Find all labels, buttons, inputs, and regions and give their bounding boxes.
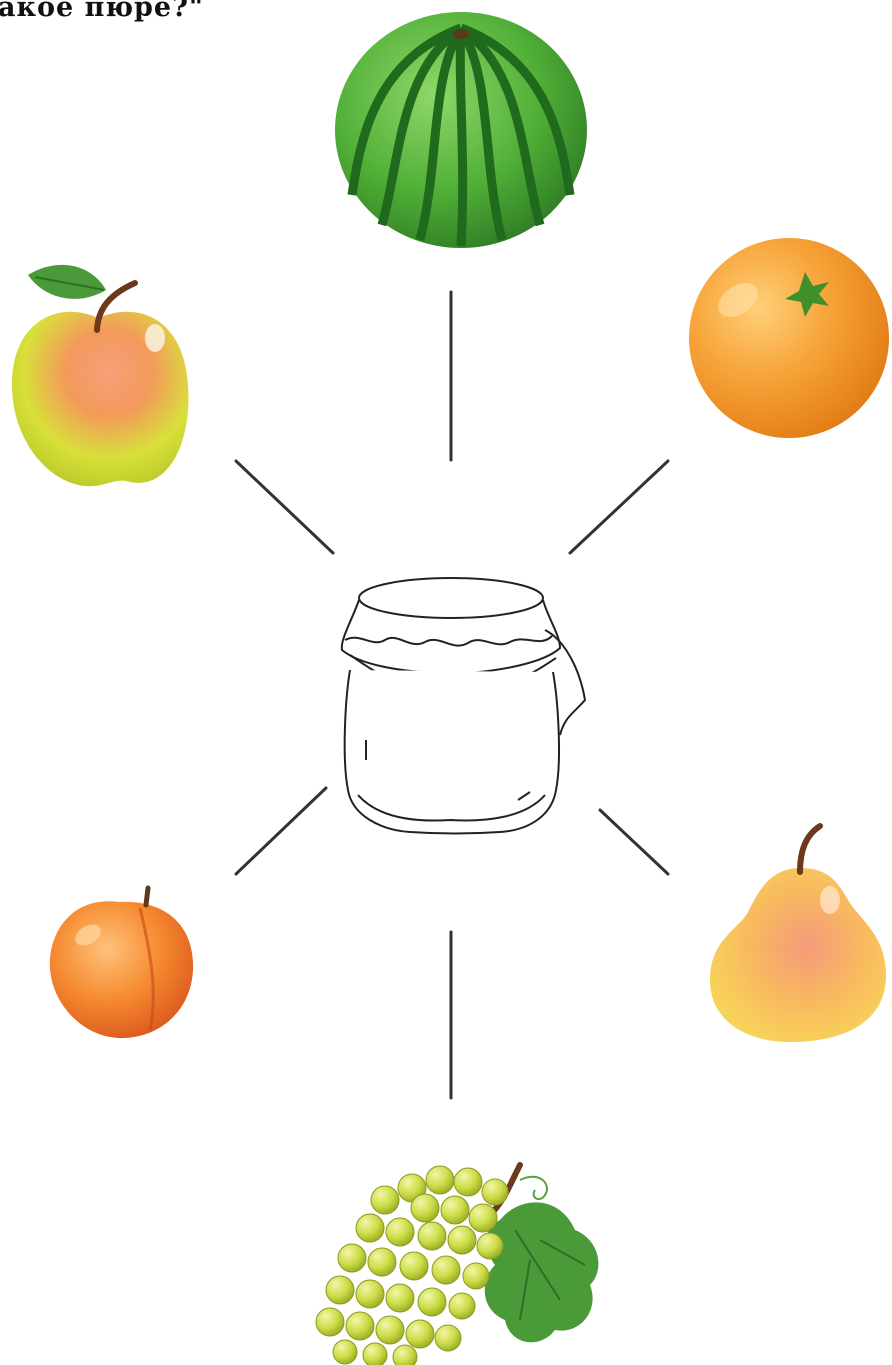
line-pear (600, 810, 668, 874)
pear-icon[interactable] (710, 826, 886, 1042)
line-orange (570, 461, 668, 553)
apricot-icon[interactable] (50, 888, 193, 1038)
line-apple (236, 461, 333, 553)
orange-icon[interactable] (689, 238, 889, 438)
grapes-icon[interactable] (316, 1165, 598, 1365)
jar-icon[interactable] (342, 578, 585, 834)
apple-icon[interactable] (12, 265, 188, 486)
line-apricot (236, 788, 326, 874)
watermelon-icon[interactable] (335, 12, 587, 248)
